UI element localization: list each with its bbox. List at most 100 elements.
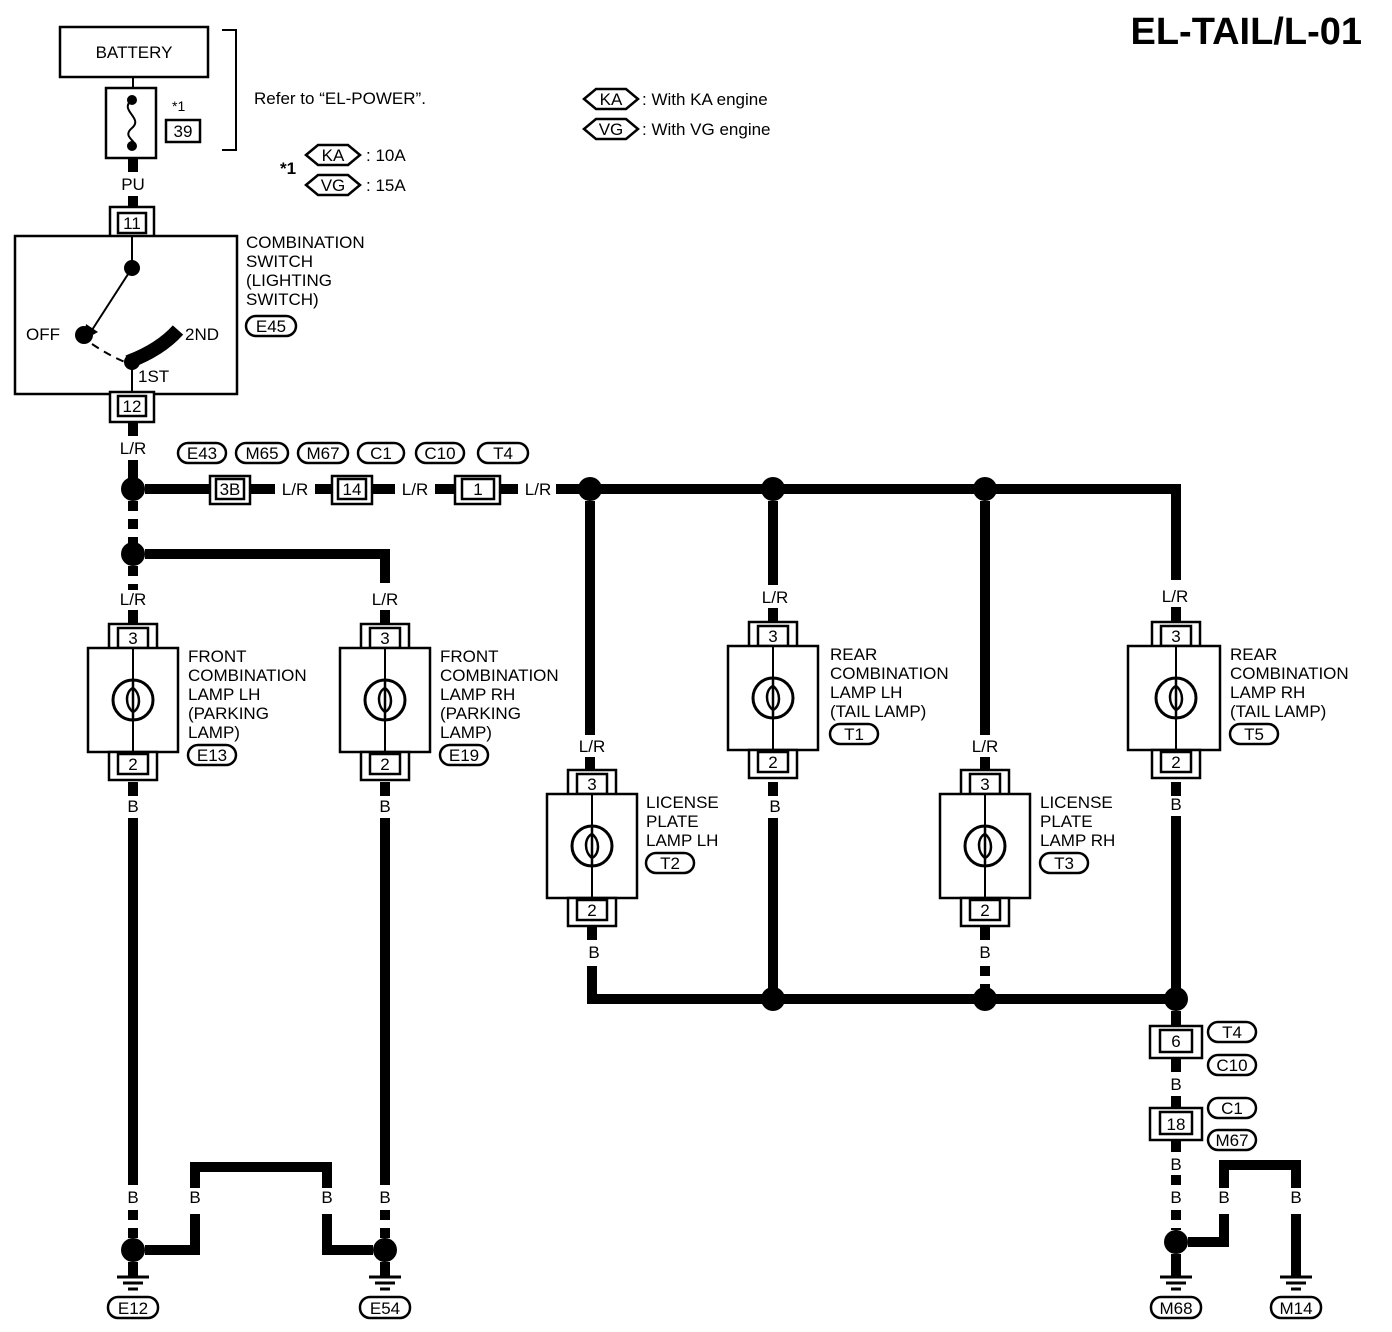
lamp-pin-bottom-label: 2 (128, 755, 137, 774)
ground-label: M68 (1159, 1299, 1192, 1318)
lamp-pin-top-label: 3 (128, 629, 137, 648)
lamp-name-line: LAMP LH (188, 685, 260, 704)
lamp-name-line: LAMP) (188, 723, 240, 742)
lamp-connector-tag: T3 (1038, 851, 1090, 875)
refer-el-power: Refer to “EL-POWER”. (254, 89, 426, 108)
connector-pin-11: 11 (108, 205, 156, 239)
wire-color-b-g4: B (1218, 1188, 1229, 1207)
legend-ka-tag: KA (582, 87, 640, 111)
ground-label: E54 (370, 1299, 400, 1318)
wire-color-b-rrh: B (1170, 795, 1181, 814)
lamp-name-line: LAMP RH (440, 685, 515, 704)
svg-text:KA: KA (322, 146, 345, 165)
lamp-name-line: LAMP RH (1230, 683, 1305, 702)
lamp-pin-bottom-label: 2 (380, 755, 389, 774)
switch-pos-2nd: 2ND (185, 325, 219, 344)
lamp-name-line: LAMP) (440, 723, 492, 742)
lamp-name-line: LAMP LH (830, 683, 902, 702)
combination-switch-box (13, 234, 239, 396)
svg-text:1: 1 (473, 480, 482, 499)
wire-color-b-cross-1: B (189, 1188, 200, 1207)
ground-label: M14 (1279, 1299, 1312, 1318)
ground-code-t4: T4 (1206, 1020, 1258, 1044)
svg-text:18: 18 (1167, 1115, 1186, 1134)
battery-box (58, 25, 210, 79)
switch-name-2: SWITCH (246, 252, 313, 271)
lamp-name-line: COMBINATION (830, 664, 949, 683)
wire-color-b-flh-low: B (127, 1188, 138, 1207)
lamp-pin-bottom: 2 (959, 896, 1011, 928)
wire-color-b-g1: B (1170, 1075, 1181, 1094)
lamp-pin-bottom: 2 (566, 896, 618, 928)
switch-name-4: SWITCH) (246, 290, 319, 309)
switch-name-1: COMBINATION (246, 233, 365, 252)
switch-name-3: (LIGHTING (246, 271, 332, 290)
ground-label: E12 (118, 1299, 148, 1318)
ground-e54: E54 (358, 1275, 412, 1320)
lamp-pin-top-label: 3 (1171, 627, 1180, 646)
wire-color-lr-flh: L/R (120, 590, 146, 609)
switch-connector-e45: E45 (244, 314, 298, 338)
lamp-name-line: REAR (830, 645, 877, 664)
fuse-symbol (104, 86, 158, 160)
inline-pin-14: 14 (330, 474, 374, 506)
svg-text:C1: C1 (1221, 1099, 1243, 1118)
lamp-pin-top-label: 3 (587, 775, 596, 794)
inline-pin-3b: 3B (208, 474, 252, 506)
inline-code-c1: C1 (356, 441, 406, 465)
lamp-pin-bottom: 2 (1150, 748, 1202, 780)
ground-connector-pin-6: 6 (1148, 1024, 1204, 1060)
fuse-note-mark: *1 (172, 98, 185, 114)
svg-text:T4: T4 (1222, 1023, 1242, 1042)
lamp-connector-label: T1 (844, 725, 864, 744)
lamp-connector-tag: T5 (1228, 722, 1280, 746)
bulb-icon (1154, 676, 1198, 720)
wire-color-lr-1: L/R (282, 480, 308, 499)
inline-pin-1: 1 (453, 474, 502, 506)
lamp-connector-tag: E19 (438, 743, 490, 767)
wire-color-lr-rrh: L/R (1162, 587, 1188, 606)
lamp-name-line: FRONT (440, 647, 499, 666)
lamp-name-line: (PARKING (188, 704, 269, 723)
diagram-title: EL-TAIL/L-01 (1130, 11, 1362, 53)
svg-text:M67: M67 (306, 444, 339, 463)
svg-text:11: 11 (123, 214, 141, 233)
ka-fuse-value: : 10A (366, 146, 406, 165)
wire-color-b-frh: B (379, 797, 390, 816)
lamp-connector-label: T5 (1244, 725, 1264, 744)
lamp-name-line: LAMP RH (1040, 831, 1115, 850)
lamp-pin-top-label: 3 (980, 775, 989, 794)
wire-color-b-g2: B (1170, 1155, 1181, 1174)
svg-text:VG: VG (599, 120, 624, 139)
lamp-name-line: PLATE (1040, 812, 1093, 831)
inline-code-c10: C10 (414, 441, 466, 465)
bulb-icon (363, 678, 407, 722)
lamp-name-line: PLATE (646, 812, 699, 831)
svg-text:C10: C10 (1216, 1056, 1247, 1075)
ground-m14: M14 (1269, 1275, 1323, 1320)
lamp-connector-tag: T2 (644, 851, 696, 875)
ground-e12: E12 (106, 1275, 160, 1320)
svg-text:M65: M65 (245, 444, 278, 463)
lamp-name-line: LICENSE (1040, 793, 1113, 812)
svg-text:KA: KA (600, 90, 623, 109)
ground-code-m67: M67 (1206, 1128, 1258, 1152)
lamp-name-line: LICENSE (646, 793, 719, 812)
switch-pos-1st: 1ST (138, 367, 169, 386)
wire-color-lr-switch: L/R (120, 439, 146, 458)
inline-code-m65: M65 (234, 441, 290, 465)
svg-text:VG: VG (321, 176, 346, 195)
lamp-name-line: REAR (1230, 645, 1277, 664)
lamp-name-line: COMBINATION (1230, 664, 1349, 683)
svg-text:E43: E43 (187, 444, 217, 463)
lamp-pin-bottom: 2 (747, 748, 799, 780)
wire-color-b-frh-low: B (379, 1188, 390, 1207)
wire-color-b-llh: B (588, 943, 599, 962)
battery-label: BATTERY (96, 43, 173, 62)
lamp-name-line: (TAIL LAMP) (1230, 702, 1326, 721)
lamp-name-line: COMBINATION (440, 666, 559, 685)
